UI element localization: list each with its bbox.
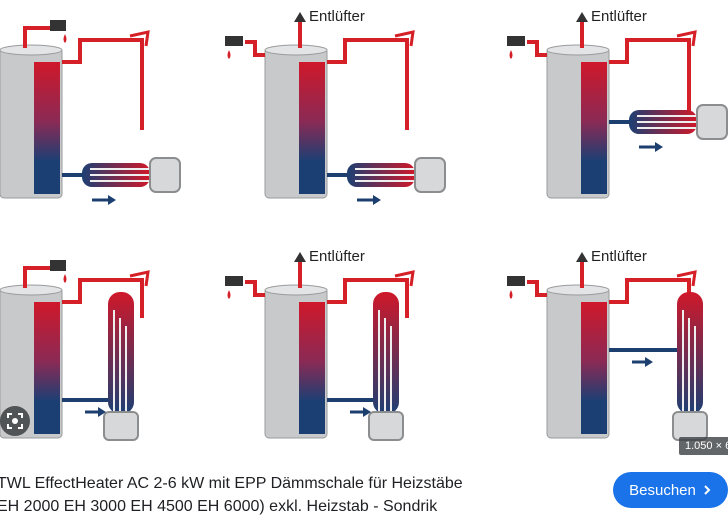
panel-6: Entlüfter bbox=[507, 248, 708, 441]
result-caption[interactable]: TWL EffectHeater AC 2-6 kW mit EPP Dämms… bbox=[0, 472, 557, 518]
tank-water-cutaway bbox=[299, 302, 325, 434]
drip-icon bbox=[227, 290, 231, 299]
vent-arrow-icon bbox=[576, 12, 588, 22]
caption-line-1: TWL EffectHeater AC 2-6 kW mit EPP Dämms… bbox=[0, 475, 463, 492]
drip-icon bbox=[509, 50, 513, 59]
drip-icon bbox=[509, 290, 513, 299]
visit-button-label: Besuchen bbox=[629, 481, 696, 499]
flow-arrowhead-icon bbox=[373, 195, 381, 205]
panel-3: Entlüfter bbox=[507, 8, 728, 199]
hot-water-pipe bbox=[527, 280, 547, 297]
heater-cap bbox=[103, 411, 139, 441]
tap-icon bbox=[507, 36, 525, 46]
tap-icon bbox=[507, 276, 525, 286]
tank-water-cutaway bbox=[581, 302, 607, 434]
flow-arrowhead-icon bbox=[655, 142, 663, 152]
visit-button[interactable]: Besuchen bbox=[613, 472, 728, 508]
tank-top bbox=[546, 44, 610, 56]
hot-water-pipe bbox=[245, 280, 265, 297]
tank-top bbox=[0, 284, 63, 296]
tank-top bbox=[264, 44, 328, 56]
visual-search-icon bbox=[7, 413, 23, 429]
flow-arrow-icon bbox=[676, 30, 697, 47]
tank-water-cutaway bbox=[299, 62, 325, 194]
vent-label: Entlüfter bbox=[591, 248, 647, 265]
circulation-pipe bbox=[62, 38, 144, 130]
hot-water-pipe bbox=[23, 266, 50, 288]
panel-1 bbox=[0, 20, 181, 205]
vent-label: Entlüfter bbox=[309, 248, 365, 265]
flow-arrow-icon bbox=[129, 30, 150, 47]
tap-icon bbox=[50, 20, 66, 31]
tap-icon bbox=[225, 276, 243, 286]
circulation-pipe bbox=[609, 38, 691, 130]
hot-water-pipe bbox=[527, 40, 547, 57]
tank-water-cutaway bbox=[581, 62, 607, 194]
chevron-right-icon bbox=[704, 485, 711, 495]
flow-arrowhead-icon bbox=[645, 357, 653, 367]
vent-arrow-icon bbox=[294, 12, 306, 22]
circulation-pipe bbox=[327, 38, 409, 130]
tank-top bbox=[546, 284, 610, 296]
tank-top bbox=[264, 284, 328, 296]
circulation-pipe bbox=[327, 278, 409, 318]
flow-arrow-icon bbox=[676, 270, 697, 287]
tank-water-cutaway bbox=[34, 302, 60, 434]
flow-arrow-icon bbox=[394, 30, 415, 47]
image-dimensions-badge: 1.050 × 6 bbox=[679, 437, 728, 455]
drip-icon bbox=[227, 50, 231, 59]
hot-water-pipe bbox=[245, 40, 265, 57]
tank-water-cutaway bbox=[34, 62, 60, 194]
vent-label: Entlüfter bbox=[309, 8, 365, 25]
tap-icon bbox=[225, 36, 243, 46]
tank-top bbox=[0, 44, 63, 56]
heater-cap bbox=[696, 104, 728, 140]
panel-5: Entlüfter bbox=[225, 248, 415, 441]
circulation-pipe bbox=[62, 278, 144, 318]
heater-cap bbox=[368, 411, 404, 441]
tap-icon bbox=[50, 260, 66, 271]
drip-icon bbox=[63, 274, 67, 283]
flow-arrow-icon bbox=[394, 270, 415, 287]
vent-arrow-icon bbox=[576, 252, 588, 262]
visual-search-button[interactable] bbox=[0, 406, 30, 436]
flow-arrowhead-icon bbox=[363, 407, 371, 417]
panel-2: Entlüfter bbox=[225, 8, 446, 205]
flow-arrowhead-icon bbox=[108, 195, 116, 205]
heater-cap bbox=[149, 157, 181, 193]
flow-arrow-icon bbox=[129, 270, 150, 287]
drip-icon bbox=[63, 34, 67, 43]
heater-cap bbox=[672, 411, 708, 441]
heater-cap bbox=[414, 157, 446, 193]
flow-arrowhead-icon bbox=[98, 407, 106, 417]
vent-label: Entlüfter bbox=[591, 8, 647, 25]
panel-4 bbox=[0, 260, 150, 441]
vent-arrow-icon bbox=[294, 252, 306, 262]
caption-line-2: EH 2000 EH 3000 EH 4500 EH 6000) exkl. H… bbox=[0, 498, 438, 515]
hot-water-pipe bbox=[23, 26, 50, 48]
